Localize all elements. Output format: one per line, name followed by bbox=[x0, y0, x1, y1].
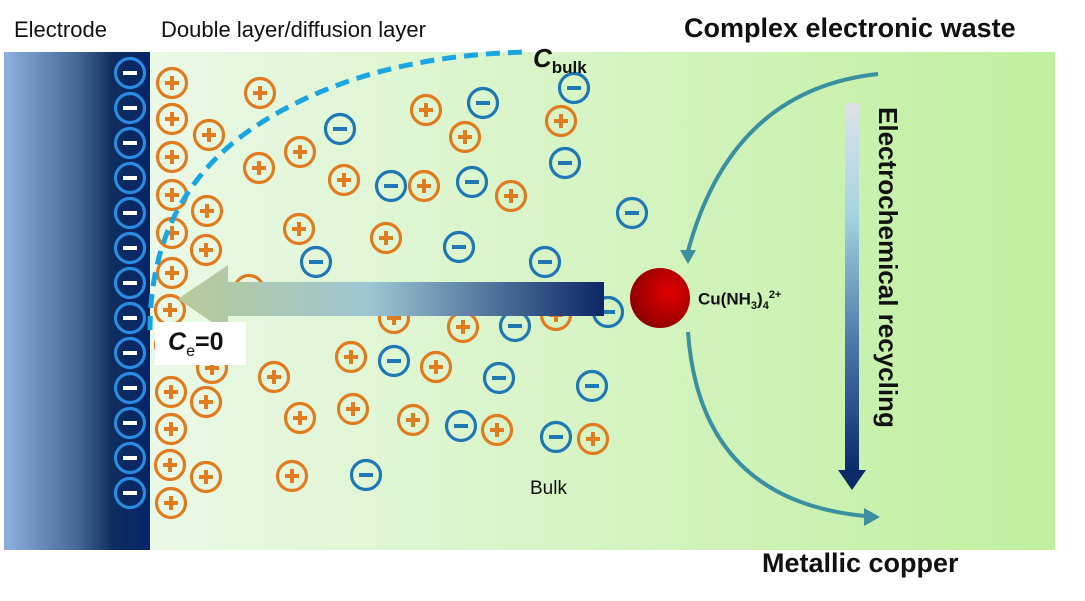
anion-icon bbox=[113, 441, 147, 475]
anion-icon bbox=[557, 71, 591, 105]
bulk-label: Bulk bbox=[530, 478, 567, 499]
arrow-head-icon bbox=[680, 250, 696, 264]
c-subscript: e bbox=[186, 343, 195, 360]
anion-icon bbox=[466, 86, 500, 120]
anion-icon bbox=[113, 126, 147, 160]
c-symbol: C bbox=[533, 43, 552, 73]
cu-formula-part: Cu(NH bbox=[698, 289, 751, 309]
cycle-arrow-bottom bbox=[686, 331, 866, 518]
anion-icon bbox=[482, 361, 516, 395]
c-subscript: bulk bbox=[551, 58, 587, 78]
cation-icon bbox=[155, 140, 189, 174]
anion-icon bbox=[299, 245, 333, 279]
cation-icon bbox=[154, 375, 188, 409]
cation-icon bbox=[409, 93, 443, 127]
cation-icon bbox=[155, 102, 189, 136]
cation-icon bbox=[494, 179, 528, 213]
anion-icon bbox=[442, 230, 476, 264]
electrode-anion-layer bbox=[113, 56, 147, 510]
cation-icon bbox=[282, 212, 316, 246]
cation-icon bbox=[189, 460, 223, 494]
cation-icon bbox=[275, 459, 309, 493]
cu-formula-sub: 4 bbox=[762, 300, 769, 313]
anion-icon bbox=[113, 91, 147, 125]
cu-complex-label: Cu(NH3)42+ bbox=[698, 289, 781, 312]
cation-icon bbox=[396, 403, 430, 437]
cation-icon bbox=[419, 350, 453, 384]
anion-icon bbox=[113, 231, 147, 265]
anion-icon bbox=[455, 165, 489, 199]
arrow-head-icon bbox=[864, 508, 880, 526]
anion-icon bbox=[528, 245, 562, 279]
anion-icon bbox=[113, 301, 147, 335]
cation-icon bbox=[243, 76, 277, 110]
concentration-profile-dashed-line bbox=[147, 49, 531, 331]
c-symbol: C bbox=[168, 328, 187, 356]
cu-formula-sub: 3 bbox=[750, 300, 758, 313]
cation-icon bbox=[257, 360, 291, 394]
anion-icon bbox=[444, 409, 478, 443]
anion-icon bbox=[113, 196, 147, 230]
diffusion-arrow bbox=[178, 265, 604, 333]
product-label: Metallic copper bbox=[762, 548, 959, 578]
ce-label: Ce=0 bbox=[168, 328, 223, 361]
cu-charge: 2+ bbox=[768, 289, 782, 301]
recycling-arrow-head bbox=[838, 470, 866, 490]
anion-icon bbox=[113, 336, 147, 370]
cation-icon bbox=[336, 392, 370, 426]
electrode bbox=[4, 52, 150, 550]
cation-icon bbox=[154, 412, 188, 446]
cation-icon bbox=[576, 422, 610, 456]
anion-icon bbox=[548, 146, 582, 180]
cation-icon bbox=[283, 135, 317, 169]
cation-icon bbox=[153, 448, 187, 482]
anion-icon bbox=[349, 458, 383, 492]
cu-formula-part: ) bbox=[757, 289, 763, 309]
cation-icon bbox=[189, 385, 223, 419]
c-bulk-label: Cbulk bbox=[533, 43, 587, 78]
ce-value: =0 bbox=[194, 328, 224, 356]
cation-icon bbox=[154, 486, 188, 520]
anion-icon bbox=[113, 371, 147, 405]
anion-icon bbox=[377, 344, 411, 378]
cation-icon bbox=[190, 194, 224, 228]
cation-icon bbox=[189, 233, 223, 267]
cation-icon bbox=[407, 169, 441, 203]
anion-icon bbox=[113, 266, 147, 300]
ce-label-box bbox=[155, 322, 246, 365]
anion-icon bbox=[374, 169, 408, 203]
cation-icon bbox=[327, 163, 361, 197]
cation-icon bbox=[369, 221, 403, 255]
cation-icon bbox=[242, 151, 276, 185]
process-label: Electrochemical recycling bbox=[873, 107, 903, 428]
anion-icon bbox=[113, 406, 147, 440]
cycle-arrow-top bbox=[685, 72, 879, 256]
anion-icon bbox=[113, 56, 147, 90]
anion-icon bbox=[323, 112, 357, 146]
double-layer-label: Double layer/diffusion layer bbox=[161, 17, 426, 42]
cation-icon bbox=[544, 104, 578, 138]
anion-icon bbox=[113, 161, 147, 195]
cation-icon bbox=[192, 118, 226, 152]
anion-icon bbox=[615, 196, 649, 230]
cation-icon bbox=[480, 413, 514, 447]
electrode-label: Electrode bbox=[14, 17, 107, 42]
cation-icon bbox=[283, 401, 317, 435]
anion-icon bbox=[575, 369, 609, 403]
cation-icon bbox=[334, 340, 368, 374]
recycling-arrow-shaft bbox=[845, 103, 859, 471]
cu-complex-sphere bbox=[630, 268, 690, 328]
anion-icon bbox=[113, 476, 147, 510]
cation-icon bbox=[448, 120, 482, 154]
anion-icon bbox=[539, 420, 573, 454]
cation-icon bbox=[155, 66, 189, 100]
source-label: Complex electronic waste bbox=[684, 13, 1016, 43]
